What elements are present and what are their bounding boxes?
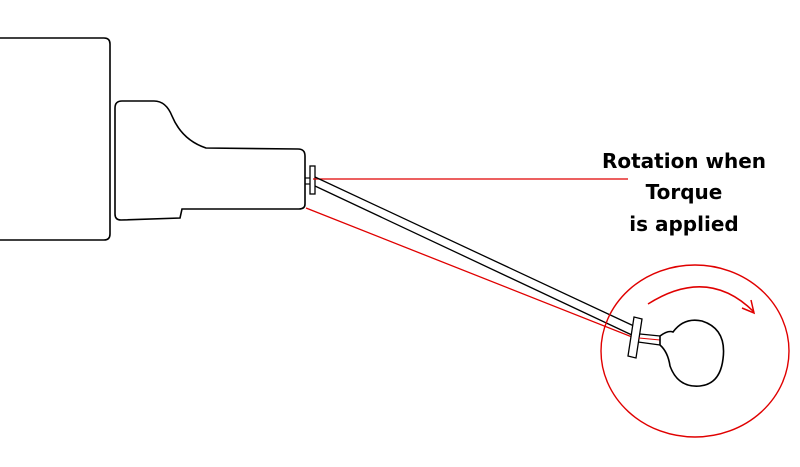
rotation-arrowhead-icon <box>741 299 756 315</box>
end-flange-neck <box>639 333 661 337</box>
rotation-circle <box>600 264 790 438</box>
shaft-edge <box>314 176 637 328</box>
tool-housing <box>114 100 306 221</box>
annotation-line-1: Rotation when <box>601 149 767 173</box>
machine-body <box>0 37 111 241</box>
annotation-line-2: Torque <box>645 180 723 204</box>
rotation-arrow <box>647 286 755 313</box>
end-flange-neck-red <box>638 337 661 341</box>
end-flange-neck <box>637 341 661 346</box>
reference-line-angled <box>305 207 638 340</box>
housing-flange <box>309 165 316 195</box>
end-flange <box>627 316 643 359</box>
annotation-line-3: is applied <box>629 212 739 236</box>
bulb-knob <box>659 319 725 387</box>
shaft-edge <box>314 185 635 337</box>
